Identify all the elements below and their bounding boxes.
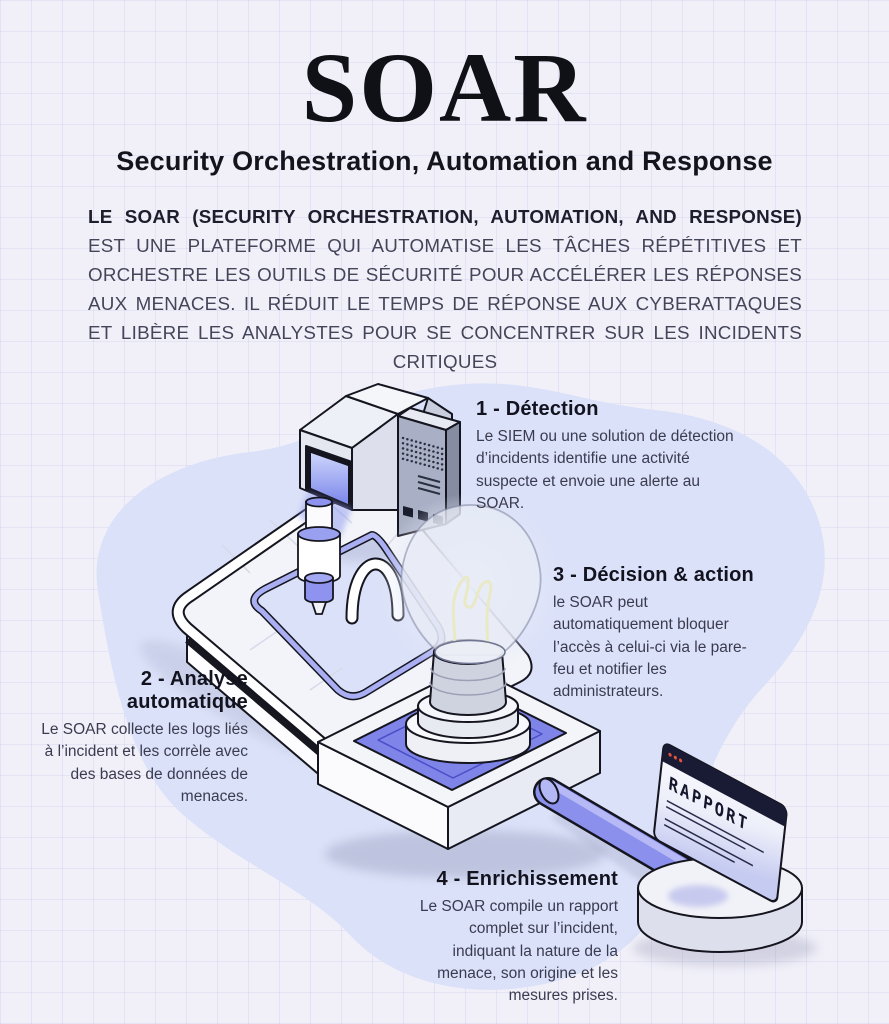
report-card-dots — [668, 752, 683, 763]
step-analyse-title: 2 - Analyse automatique — [126, 668, 248, 713]
report-card: RAPPORT — [653, 743, 788, 903]
page-subtitle: Security Orchestration, Automation and R… — [116, 146, 773, 176]
detection-machine — [299, 383, 461, 537]
machine-vents — [417, 475, 441, 495]
bulb-neck-rim — [434, 639, 506, 665]
step-decision-title: 3 - Décision & action — [553, 564, 754, 586]
intro-paragraph: LE SOAR (SECURITY ORCHESTRATION, AUTOMAT… — [88, 202, 802, 376]
step-analyse: 2 - Analyse automatique Le SOAR collecte… — [36, 668, 248, 808]
step-enrichissement-body: Le SOAR compile un rapport complet sur l… — [419, 898, 618, 1005]
machine-slot-glow — [311, 453, 348, 504]
step-detection: 1 - Détection Le SIEM ou une solution de… — [476, 398, 738, 515]
step-enrichissement: 4 - Enrichissement Le SOAR compile un ra… — [406, 868, 618, 1008]
step-decision: 3 - Décision & action le SOAR peut autom… — [553, 564, 765, 704]
piston — [297, 496, 341, 615]
step-detection-title: 1 - Détection — [476, 398, 599, 420]
bulb-glass — [400, 504, 542, 656]
report-card-header — [661, 744, 787, 827]
belt-inner-stripe — [251, 532, 444, 699]
report-card-lines — [664, 799, 764, 867]
step-detection-body: Le SIEM ou une solution de détection d’i… — [476, 428, 734, 512]
step-analyse-body: Le SOAR collecte les logs liés à l’incid… — [41, 721, 248, 805]
idea-bulb — [400, 504, 542, 764]
bulb-socket — [428, 651, 508, 716]
page-title: SOAR — [301, 32, 588, 143]
step-enrichissement-title: 4 - Enrichissement — [436, 868, 618, 890]
intro-lead: LE SOAR (SECURITY ORCHESTRATION, AUTOMAT… — [88, 206, 802, 227]
intro-rest: EST UNE PLATEFORME QUI AUTOMATISE LES TÂ… — [88, 235, 802, 372]
step-decision-body: le SOAR peut automatiquement bloquer l’a… — [553, 594, 747, 701]
